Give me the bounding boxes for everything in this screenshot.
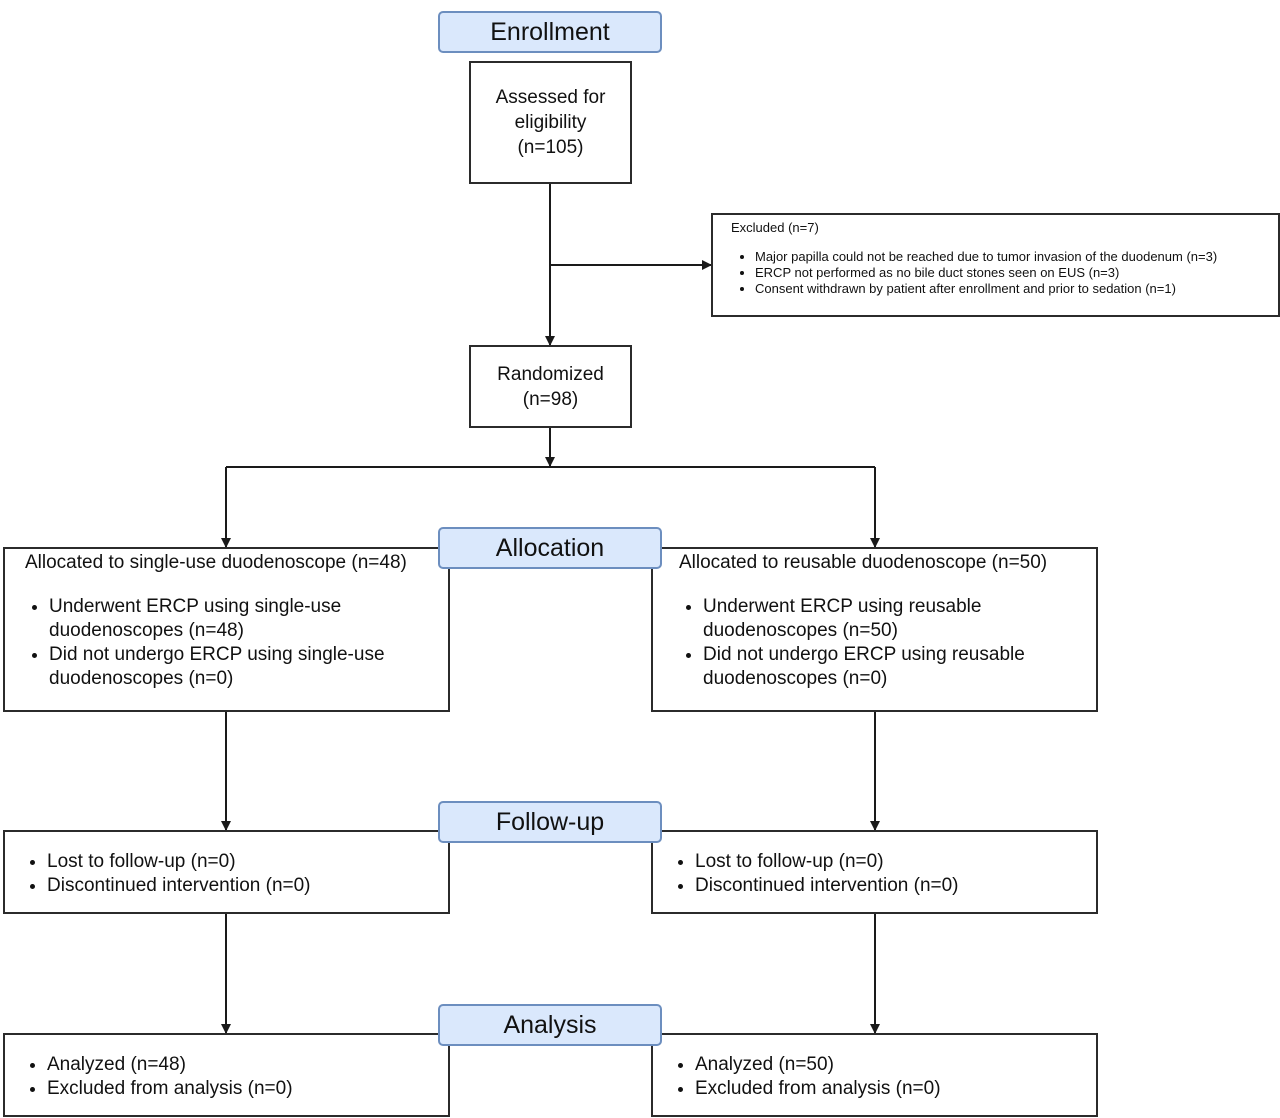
randomized-box: Randomized (n=98)	[469, 345, 632, 428]
followup-left-list: Lost to follow-up (n=0) Discontinued int…	[23, 850, 438, 898]
stage-allocation-label: Allocation	[495, 533, 605, 562]
followup-left-box: Lost to follow-up (n=0) Discontinued int…	[3, 830, 450, 914]
allocation-left-title: Allocated to single-use duodenoscope (n=…	[25, 552, 407, 573]
stage-enrollment: Enrollment	[438, 11, 662, 53]
assessed-line-2: eligibility	[514, 112, 587, 133]
list-item: ERCP not performed as no bile duct stone…	[755, 265, 1264, 281]
allocation-left-box: Allocated to single-use duodenoscope (n=…	[3, 547, 450, 712]
randomized-line-2: (n=98)	[522, 388, 579, 410]
excluded-list: Major papilla could not be reached due t…	[731, 249, 1264, 297]
allocation-right-list: Underwent ERCP using reusable duodenosco…	[679, 595, 1086, 691]
list-item: Discontinued intervention (n=0)	[47, 874, 438, 898]
randomized-line-1: Randomized	[497, 363, 604, 385]
analysis-right-box: Analyzed (n=50) Excluded from analysis (…	[651, 1033, 1098, 1117]
analysis-left-box: Analyzed (n=48) Excluded from analysis (…	[3, 1033, 450, 1117]
allocation-right-box: Allocated to reusable duodenoscope (n=50…	[651, 547, 1098, 712]
list-item: Underwent ERCP using single-use duodenos…	[49, 595, 438, 643]
allocation-left-list: Underwent ERCP using single-use duodenos…	[25, 595, 438, 691]
assessed-box: Assessed for eligibility (n=105)	[469, 61, 632, 184]
stage-analysis: Analysis	[438, 1004, 662, 1046]
assessed-line-1: Assessed for	[495, 87, 606, 108]
stage-analysis-label: Analysis	[503, 1010, 597, 1039]
stage-enrollment-label: Enrollment	[490, 17, 610, 46]
stage-follow-up-label: Follow-up	[495, 807, 605, 836]
excluded-box: Excluded (n=7) Major papilla could not b…	[711, 213, 1280, 317]
list-item: Underwent ERCP using reusable duodenosco…	[703, 595, 1086, 643]
followup-right-list: Lost to follow-up (n=0) Discontinued int…	[671, 850, 1086, 898]
list-item: Analyzed (n=48)	[47, 1053, 438, 1077]
stage-follow-up: Follow-up	[438, 801, 662, 843]
list-item: Lost to follow-up (n=0)	[47, 850, 438, 874]
list-item: Discontinued intervention (n=0)	[695, 874, 1086, 898]
excluded-title: Excluded (n=7)	[731, 220, 819, 235]
list-item: Did not undergo ERCP using single-use du…	[49, 643, 438, 691]
list-item: Excluded from analysis (n=0)	[47, 1077, 438, 1101]
list-item: Did not undergo ERCP using reusable duod…	[703, 643, 1086, 691]
assessed-line-3: (n=105)	[517, 137, 584, 158]
list-item: Analyzed (n=50)	[695, 1053, 1086, 1077]
allocation-right-title: Allocated to reusable duodenoscope (n=50…	[679, 552, 1048, 573]
stage-allocation: Allocation	[438, 527, 662, 569]
list-item: Lost to follow-up (n=0)	[695, 850, 1086, 874]
list-item: Excluded from analysis (n=0)	[695, 1077, 1086, 1101]
followup-right-box: Lost to follow-up (n=0) Discontinued int…	[651, 830, 1098, 914]
list-item: Major papilla could not be reached due t…	[755, 249, 1264, 265]
list-item: Consent withdrawn by patient after enrol…	[755, 281, 1264, 297]
analysis-right-list: Analyzed (n=50) Excluded from analysis (…	[671, 1053, 1086, 1101]
analysis-left-list: Analyzed (n=48) Excluded from analysis (…	[23, 1053, 438, 1101]
